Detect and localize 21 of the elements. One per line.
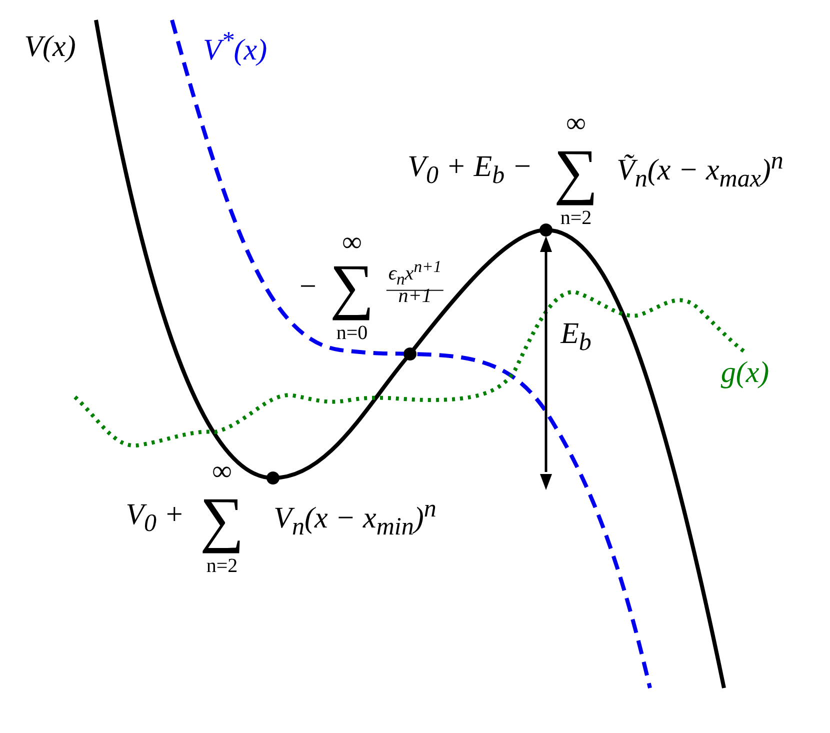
curve-label: V$^{*}$(x) (202, 28, 268, 66)
math-symbol: ∑ (554, 141, 598, 203)
math-symbol: n=0 (336, 323, 368, 343)
formula-text: V$_{0}$ + (126, 500, 184, 536)
point-marker (404, 348, 416, 360)
curve-label: V(x) (24, 32, 76, 62)
point-marker (540, 224, 552, 236)
math-symbol: − (300, 272, 316, 302)
formula-text: Ṽ$_{n}$(x − x$_{max}$)$^{n}$ (616, 148, 784, 192)
math-symbol: ∞ (342, 229, 362, 257)
formula-text: V$_{n}$(x − x$_{min}$)$^{n}$ (274, 496, 436, 540)
math-symbol: ∑ (330, 256, 374, 318)
math-symbol: ∑ (200, 489, 244, 551)
curve-label: g(x) (720, 358, 770, 388)
math-symbol: n=2 (560, 208, 592, 228)
math-symbol: ∞ (566, 110, 586, 138)
math-symbol: n=2 (206, 556, 238, 576)
point-marker (266, 472, 280, 484)
formula-text: V$_{0}$ + E$_{b}$ − (408, 152, 532, 188)
math-symbol: ∞ (212, 458, 232, 486)
dimension-label: E$_{b}$ (560, 319, 592, 355)
